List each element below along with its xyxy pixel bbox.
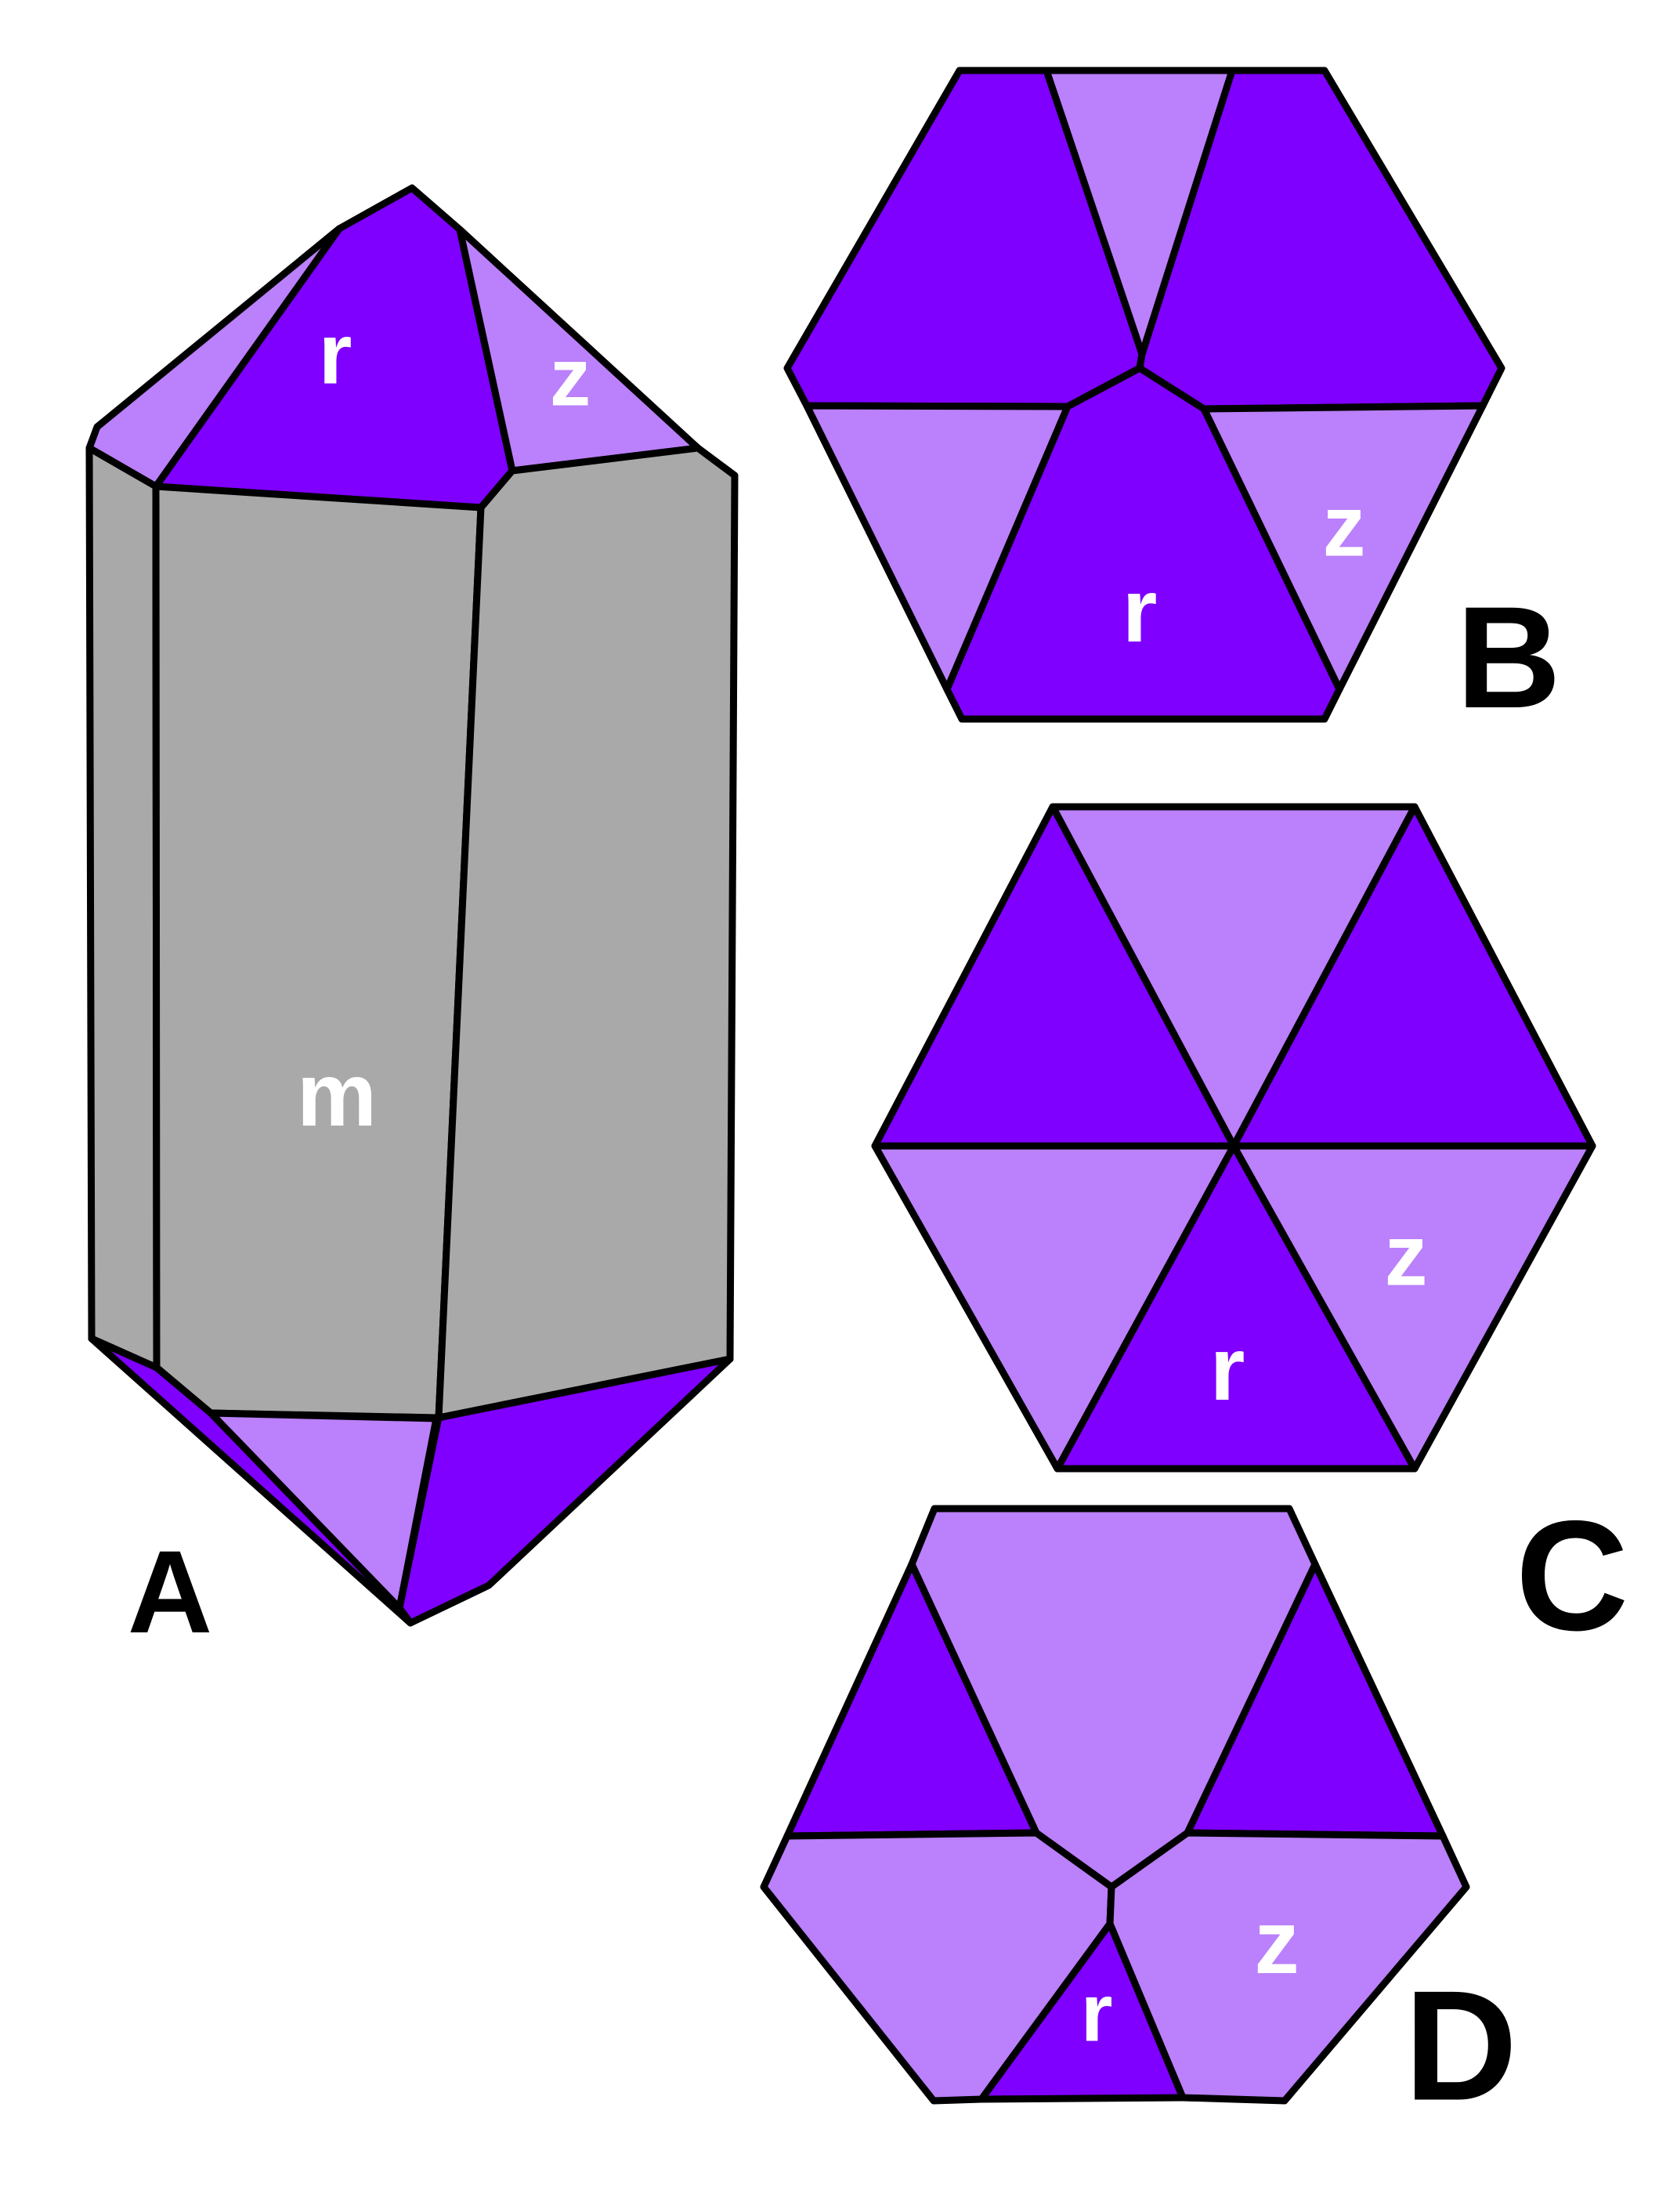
crystal-a-side-view-face-label-z: z [550, 332, 591, 424]
hexagon-d-z-dominant-face-r-bottom [978, 1920, 1187, 2103]
hexagon-b-r-dominant-face-label-r: r [1122, 561, 1158, 661]
crystal-a-side-view-prism-face-m-front [152, 483, 485, 1422]
crystal-a-side-view-face-label-m: m [297, 1045, 377, 1145]
crystal-a-side-view-prism-face-m-left [85, 444, 161, 1372]
hexagon-b-r-dominant-figure-letter: B [1456, 577, 1561, 739]
crystal-a-side-view-lower-pyramid-face-r [396, 1355, 734, 1627]
crystal-a-side-view: r z mA [85, 184, 739, 1657]
hexagon-c-equal-r-z-face-label-z: z [1385, 1208, 1428, 1304]
crystal-a-side-view-lower-pyramid-face-r-back [88, 1335, 414, 1627]
hexagon-b-r-dominant: r zB [783, 67, 1561, 739]
hexagon-d-z-dominant-face-label-z: z [1254, 1892, 1299, 1993]
hexagon-b-r-dominant-face-r-bottom [943, 364, 1343, 723]
hexagon-c-equal-r-z-face-label-r: r [1210, 1319, 1245, 1419]
crystal-a-side-view-figure-letter: A [128, 1526, 212, 1657]
hexagon-d-z-dominant-face-z-bottom-right [1106, 1829, 1470, 2105]
hexagon-b-r-dominant-face-label-z: z [1323, 479, 1366, 575]
hexagon-c-equal-r-z-figure-letter: C [1516, 1489, 1628, 1664]
crystal-a-side-view-face-label-r: r [319, 306, 352, 403]
hexagon-b-r-dominant-face-z-top [1043, 67, 1236, 358]
hexagon-d-z-dominant-figure-letter: D [1404, 1959, 1517, 2134]
hexagon-c-equal-r-z: r zC [871, 803, 1628, 1664]
hexagon-d-z-dominant-face-label-r: r [1081, 1968, 1113, 2059]
crystal-a-side-view-prism-face-m-right [435, 444, 739, 1422]
hexagon-c-equal-r-z-face-z-bottom-right [1230, 1142, 1596, 1473]
